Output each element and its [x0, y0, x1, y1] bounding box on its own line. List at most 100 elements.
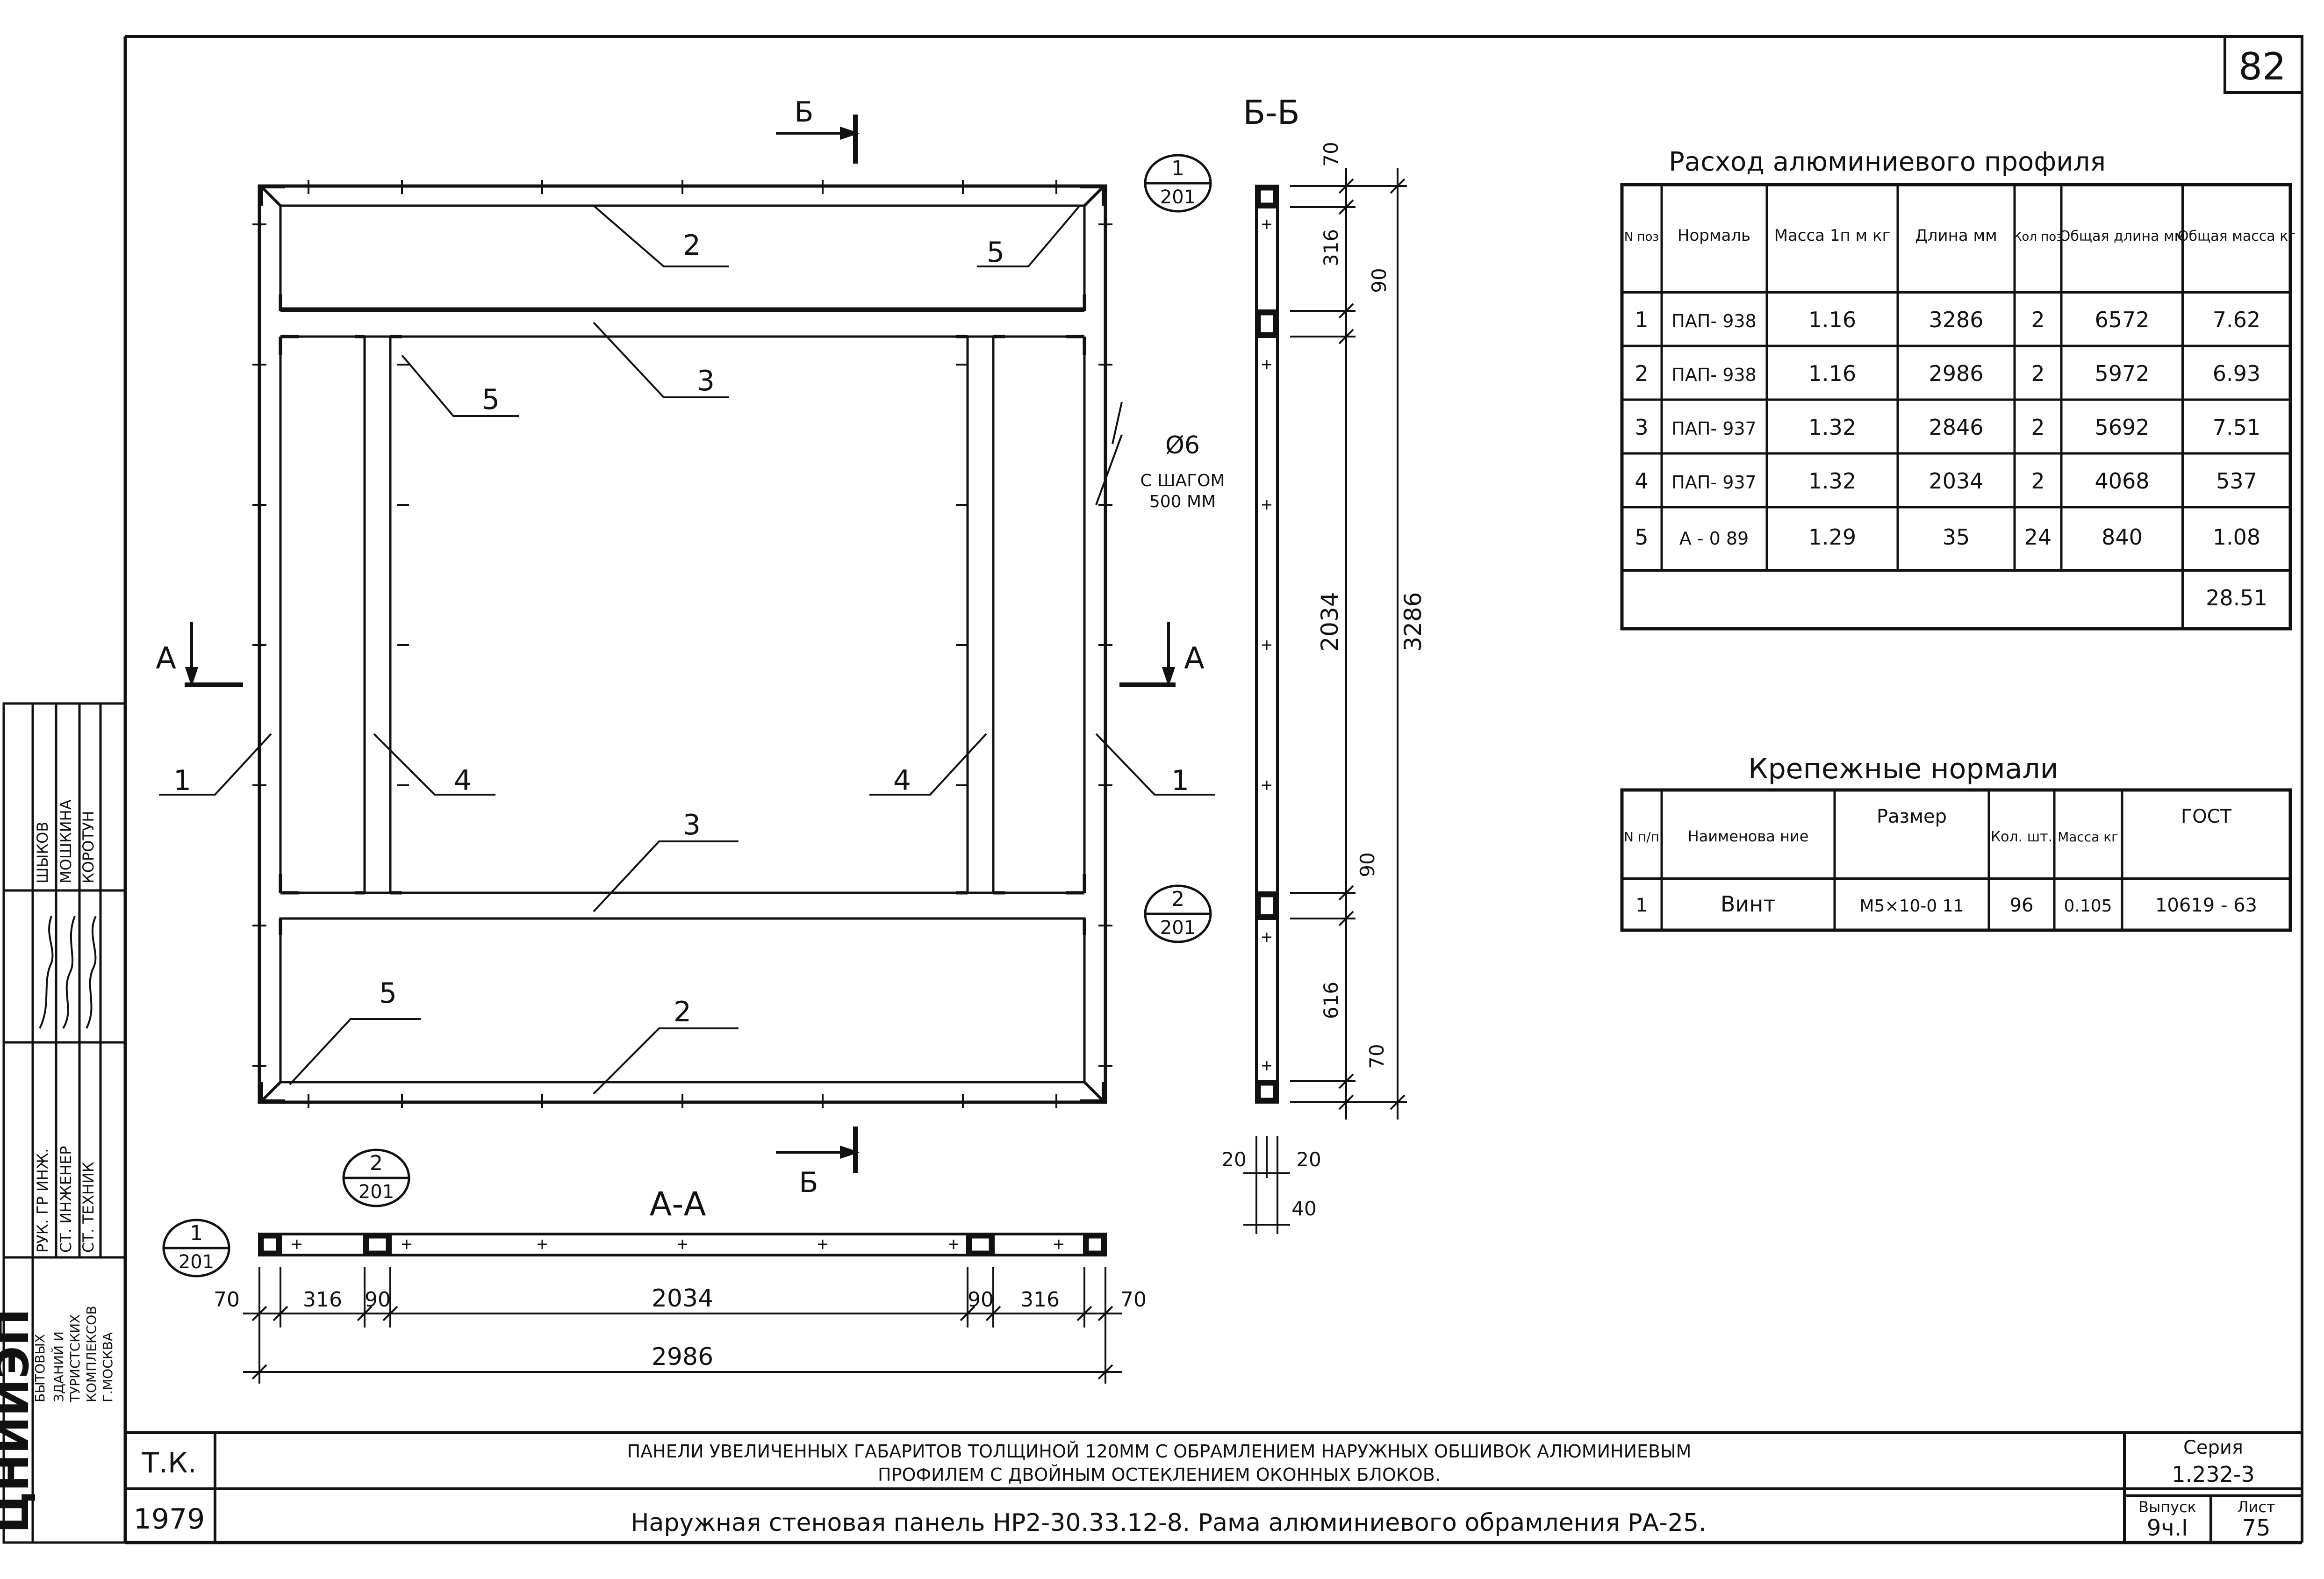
svg-text:Кол. шт.: Кол. шт.: [1991, 829, 2052, 845]
svg-text:2034: 2034: [652, 1285, 713, 1313]
svg-text:840: 840: [2102, 524, 2143, 550]
svg-text:20: 20: [1296, 1148, 1321, 1171]
svg-text:7.62: 7.62: [2213, 307, 2260, 332]
sheet-value: 75: [2242, 1515, 2270, 1541]
section-bb-dimensions: [1243, 168, 1407, 1234]
year-label: 1979: [134, 1503, 205, 1536]
svg-text:БЫТОВЫХ: БЫТОВЫХ: [32, 1334, 48, 1402]
svg-text:90: 90: [1368, 268, 1391, 293]
cut-marker-a-right: [1119, 622, 1176, 687]
svg-text:7.51: 7.51: [2213, 415, 2260, 440]
fastener-table-rows: 1 Винт М5×10-0 11 96 0.105 10619 - 63: [1635, 891, 2257, 917]
svg-text:1.08: 1.08: [2213, 524, 2260, 550]
tk-label: Т.К.: [141, 1447, 196, 1479]
svg-text:316: 316: [1320, 229, 1342, 266]
svg-text:ПАП- 938: ПАП- 938: [1671, 311, 1756, 331]
section-bb: [1255, 185, 1279, 1104]
svg-text:35: 35: [1943, 524, 1970, 550]
svg-text:201: 201: [1160, 917, 1196, 939]
cut-label-b-bottom: Б: [799, 1166, 818, 1199]
cut-label-a-left: А: [156, 641, 176, 676]
svg-text:Наименова ние: Наименова ние: [1688, 827, 1809, 845]
callout-1-201-top: [1144, 154, 1212, 213]
section-aa-dim-text: 70 316 90 2034 90 316 70 2986: [214, 1285, 1147, 1371]
pos-3-top: 3: [697, 365, 715, 397]
callout-2-201-right: [1144, 884, 1212, 943]
svg-text:3286: 3286: [1929, 307, 1983, 332]
svg-text:70: 70: [1120, 1288, 1147, 1312]
svg-text:5692: 5692: [2094, 415, 2149, 440]
svg-text:24: 24: [2024, 524, 2052, 550]
svg-text:КОМПЛЕКСОВ: КОМПЛЕКСОВ: [84, 1306, 99, 1402]
svg-text:5972: 5972: [2094, 361, 2149, 386]
svg-text:0.105: 0.105: [2064, 897, 2112, 916]
svg-text:5: 5: [1635, 524, 1648, 550]
title-block-text: Т.К. 1979 ПАНЕЛИ УВЕЛИЧЕННЫХ ГАБАРИТОВ Т…: [134, 1437, 2275, 1541]
profile-table-grid: [1620, 183, 2292, 631]
svg-text:ПАП- 938: ПАП- 938: [1671, 365, 1756, 385]
svg-text:1: 1: [1171, 157, 1184, 180]
svg-text:ЗДАНИЙ И: ЗДАНИЙ И: [50, 1331, 66, 1402]
svg-text:2846: 2846: [1929, 415, 1983, 440]
svg-text:4068: 4068: [2094, 468, 2149, 494]
svg-text:96: 96: [2010, 895, 2034, 916]
hole-ticks: [252, 180, 1112, 1108]
profile-table-title: Расход алюминиевого профиля: [1669, 147, 2106, 177]
pos-5-bottom: 5: [379, 977, 397, 1010]
svg-text:Г.МОСКВА: Г.МОСКВА: [100, 1332, 115, 1402]
svg-text:СТ. ИНЖЕНЕР: СТ. ИНЖЕНЕР: [57, 1146, 75, 1253]
hole-pitch-line1: С ШАГОМ: [1140, 471, 1225, 490]
pos-4-right: 4: [893, 764, 911, 797]
svg-text:2: 2: [2031, 361, 2044, 386]
svg-text:2: 2: [1171, 887, 1184, 911]
org-logo: ЦНИИЭП: [0, 1308, 39, 1533]
svg-text:1.32: 1.32: [1808, 415, 1856, 440]
profile-table-headers: N поз Нормаль Масса 1п м кг Длина мм Кол…: [1624, 226, 2295, 245]
svg-text:СТ. ТЕХНИК: СТ. ТЕХНИК: [79, 1162, 97, 1253]
svg-text:3286: 3286: [1399, 592, 1427, 651]
svg-text:90: 90: [365, 1288, 391, 1312]
section-aa: [258, 1233, 1107, 1256]
profile-table-total: 28.51: [2206, 585, 2267, 610]
svg-text:Нормаль: Нормаль: [1678, 226, 1750, 245]
svg-text:3: 3: [1635, 415, 1648, 440]
svg-text:1.16: 1.16: [1808, 361, 1856, 386]
svg-text:КОРОТУН: КОРОТУН: [79, 811, 97, 884]
svg-text:ПАП- 937: ПАП- 937: [1671, 472, 1756, 493]
svg-text:Винт: Винт: [1721, 891, 1776, 917]
pos-1-left: 1: [173, 764, 191, 797]
svg-text:20: 20: [1221, 1148, 1246, 1171]
svg-text:201: 201: [1160, 187, 1196, 208]
svg-text:Размер: Размер: [1877, 806, 1947, 827]
svg-text:2986: 2986: [652, 1343, 713, 1371]
svg-text:ПАП- 937: ПАП- 937: [1671, 418, 1756, 439]
svg-text:Масса кг: Масса кг: [2058, 829, 2118, 845]
svg-text:90: 90: [1356, 852, 1379, 877]
issue-label: Выпуск: [2138, 1498, 2196, 1516]
svg-text:10619 - 63: 10619 - 63: [2155, 895, 2257, 916]
section-bb-dim-text: 70 316 90 2034 3286 90 616 70 20 20 40: [1221, 142, 1427, 1220]
svg-text:1.32: 1.32: [1808, 468, 1856, 494]
series-label: Серия: [2183, 1437, 2243, 1458]
svg-text:2034: 2034: [1316, 592, 1343, 651]
svg-text:1: 1: [1635, 895, 1647, 916]
section-aa-dimensions: [243, 1267, 1122, 1384]
title-line-1: ПАНЕЛИ УВЕЛИЧЕННЫХ ГАБАРИТОВ ТОЛЩИНОЙ 12…: [627, 1441, 1692, 1462]
pos-1-right: 1: [1171, 764, 1189, 797]
svg-text:ШЫКОВ: ШЫКОВ: [34, 822, 51, 883]
svg-text:70: 70: [1365, 1044, 1388, 1069]
svg-text:ТУРИСТСКИХ: ТУРИСТСКИХ: [67, 1314, 83, 1403]
svg-text:1.16: 1.16: [1808, 307, 1856, 332]
svg-text:6572: 6572: [2094, 307, 2149, 332]
svg-text:70: 70: [1320, 142, 1342, 166]
svg-text:ГОСТ: ГОСТ: [2181, 806, 2232, 827]
svg-text:316: 316: [303, 1288, 342, 1312]
svg-text:2: 2: [370, 1151, 383, 1175]
callout-2-201-bottom: [342, 1148, 410, 1207]
fastener-table-headers: N п/п Наименова ние Размер Кол. шт. Масс…: [1624, 806, 2232, 845]
pos-5-top-right: 5: [987, 236, 1004, 269]
pos-5-top-left: 5: [482, 383, 500, 416]
signatures: [39, 916, 97, 1029]
section-aa-holes: [292, 1240, 1063, 1249]
